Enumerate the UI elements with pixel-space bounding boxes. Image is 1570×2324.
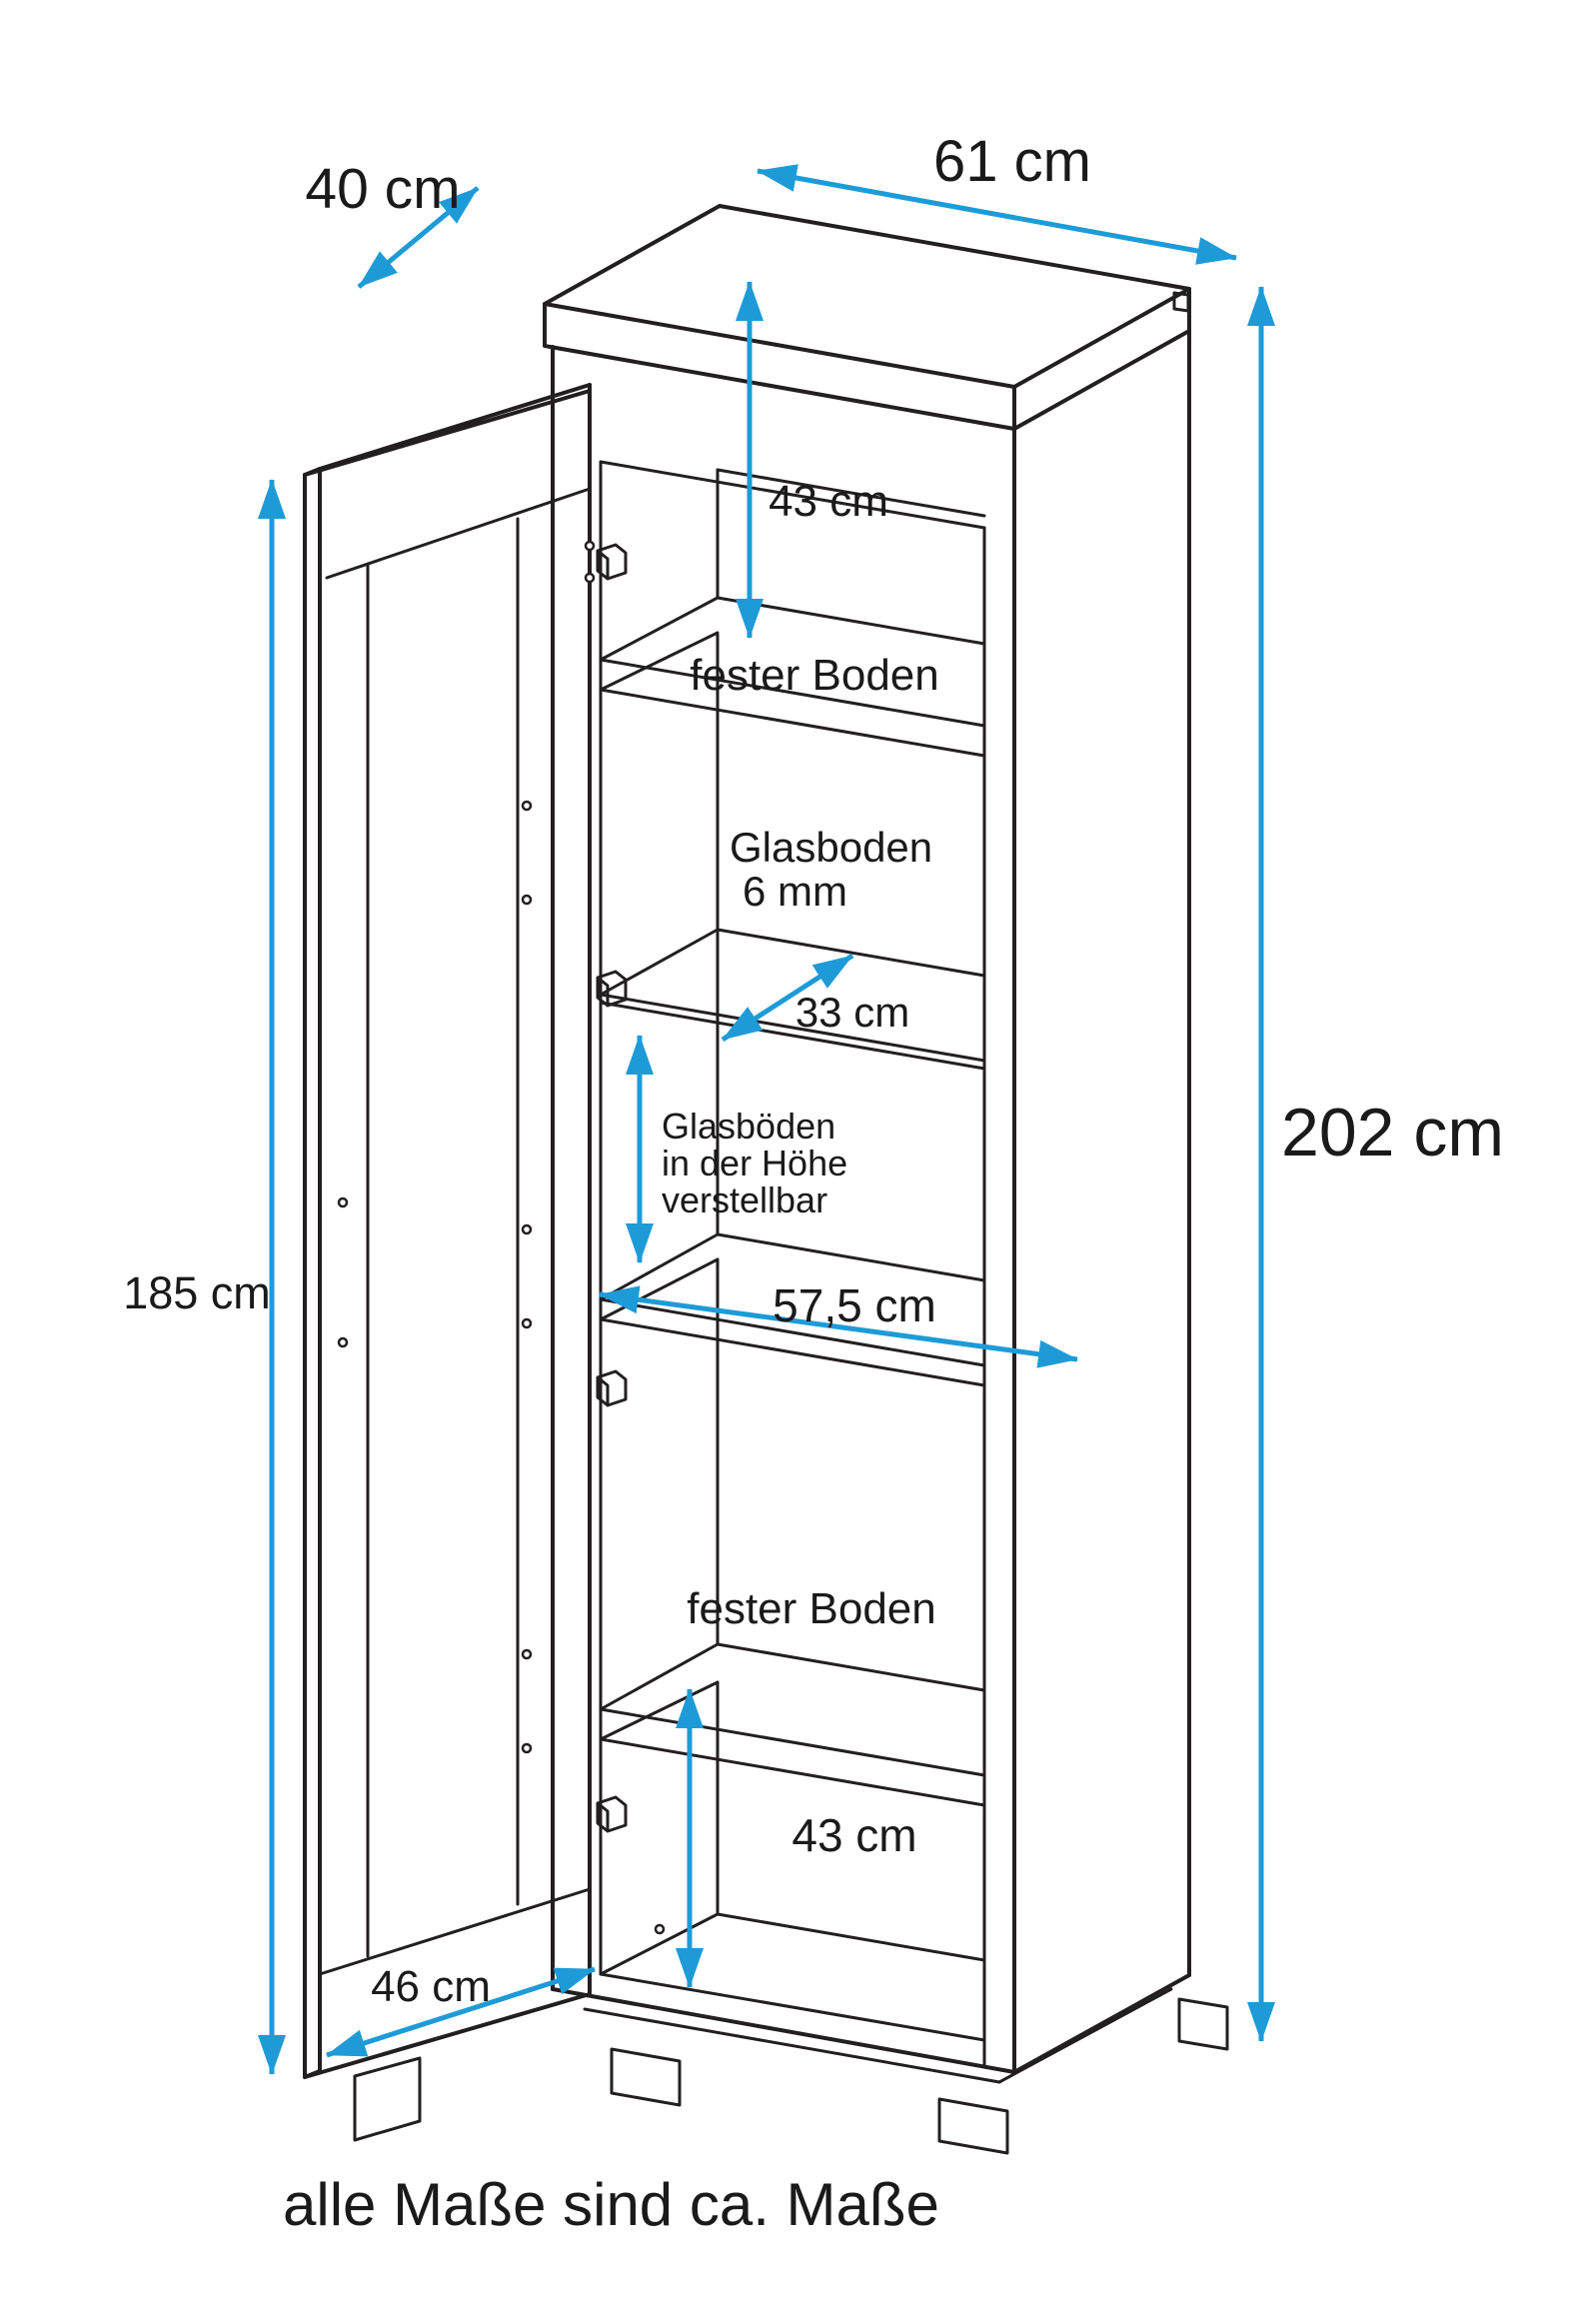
diagram-caption: alle Maße sind ca. Maße [283,2171,939,2238]
label-glass-shelf-line1: Glasboden [730,824,932,871]
label-door-width-46cm: 46 cm [371,1962,491,2011]
hinges [337,540,666,1935]
cabinet-door-open [303,383,592,2079]
arrow-width-61cm [757,164,1237,265]
fixed-shelf-upper [599,596,986,758]
arrow-door-width-46cm [326,1966,596,2058]
label-depth-40cm: 40 cm [305,157,460,221]
dimension-labels: 40 cm 61 cm 202 cm 185 cm 43 cm fester B… [123,129,1504,2238]
arrow-depth-40cm [357,186,480,289]
label-bottom-compartment-43cm: 43 cm [791,1809,916,1861]
label-top-compartment-43cm: 43 cm [769,477,888,526]
hinge-4 [596,1795,628,1833]
plinth-feet [353,1987,1229,2155]
arrow-interior-width-57-5cm [599,1285,1078,1368]
cabinet-body [543,204,1191,2074]
hinge-2 [596,970,628,1008]
fixed-shelf-lower [599,1642,986,1807]
label-glass-depth-33cm: 33 cm [795,989,909,1036]
label-adjustable-note-line1: Glasböden [662,1106,835,1147]
label-interior-width-57-5cm: 57,5 cm [773,1279,936,1331]
hinge-1 [596,543,628,581]
label-door-height-185cm: 185 cm [123,1267,271,1318]
glass-shelf [599,928,986,1071]
label-fixed-shelf-lower: fester Boden [687,1584,936,1633]
label-width-61cm: 61 cm [933,129,1091,194]
hinge-3 [596,1369,628,1407]
label-glass-shelf-line2: 6 mm [743,868,847,915]
label-adjustable-note-line2: in der Höhe [662,1143,847,1183]
dimension-arrows [258,164,1275,2075]
arrow-glass-depth-33cm [721,953,854,1043]
label-height-202cm: 202 cm [1281,1095,1504,1170]
shelves [599,596,986,2042]
label-fixed-shelf-upper: fester Boden [690,651,939,700]
label-adjustable-note-line3: verstellbar [662,1179,827,1220]
